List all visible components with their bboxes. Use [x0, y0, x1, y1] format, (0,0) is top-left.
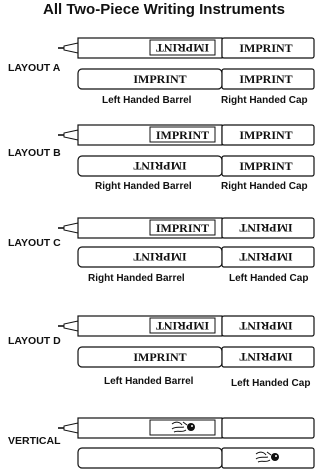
- vertical-label: VERTICAL: [8, 435, 61, 447]
- pen-tip-icon: [57, 222, 79, 234]
- layout-b-top-pen: IMPRINT IMPRINT: [57, 124, 315, 146]
- cap: [221, 124, 315, 146]
- imprint-box: [149, 219, 216, 236]
- cap: [221, 447, 315, 469]
- cap: [221, 217, 315, 239]
- vertical-pen: [57, 417, 315, 469]
- layout-d-cap-caption: Left Handed Cap: [231, 378, 311, 389]
- logo-graphic-icon: [171, 421, 195, 433]
- layout-a-top-pen: IMPRINT IMPRINT: [57, 37, 315, 59]
- imprint-rotated: IMPRINT: [239, 221, 292, 235]
- cap: [221, 346, 315, 368]
- vertical-bottom-pen: [77, 447, 315, 469]
- imprint-box: [149, 317, 216, 334]
- imprint-box: [149, 39, 216, 56]
- layout-c-label: LAYOUT C: [8, 237, 61, 249]
- imprint-upright: IMPRINT: [133, 350, 186, 364]
- cap: [221, 155, 315, 177]
- layout-a-bottom-pen: IMPRINT IMPRINT: [77, 68, 315, 90]
- layout-c-pen: IMPRINT IMPRINT IMPRINT IMPRINT: [57, 217, 315, 268]
- layout-b-barrel-caption: Right Handed Barrel: [95, 181, 192, 192]
- barrel: [77, 447, 223, 469]
- logo-graphic-icon: [255, 451, 279, 463]
- layout-d-pen: IMPRINT IMPRINT IMPRINT IMPRINT: [57, 315, 315, 368]
- page-title: All Two-Piece Writing Instruments: [43, 1, 285, 18]
- cap: [221, 315, 315, 337]
- cap: [221, 417, 315, 439]
- pen-tip-icon: [57, 42, 79, 54]
- layout-b-cap-caption: Right Handed Cap: [221, 181, 308, 192]
- layout-b-pen: IMPRINT IMPRINT IMPRINT IMPRINT: [57, 124, 315, 177]
- layout-a-label: LAYOUT A: [8, 62, 61, 74]
- imprint-rotated: IMPRINT: [239, 250, 292, 264]
- imprint-upright: IMPRINT: [239, 159, 292, 173]
- layout-c-cap-caption: Left Handed Cap: [229, 273, 309, 284]
- pen-tip-icon: [57, 422, 79, 434]
- imprint-upright: IMPRINT: [156, 128, 209, 142]
- pen-tip-icon: [57, 129, 79, 141]
- imprint-upright: IMPRINT: [239, 128, 292, 142]
- imprint-rotated: IMPRINT: [156, 41, 209, 55]
- imprint-rotated: IMPRINT: [239, 319, 292, 333]
- layout-d-top-pen: IMPRINT IMPRINT: [57, 315, 315, 337]
- imprint-rotated: IMPRINT: [156, 319, 209, 333]
- cap: [221, 246, 315, 268]
- layout-d-bottom-pen: IMPRINT IMPRINT: [77, 346, 315, 368]
- layout-d-label: LAYOUT D: [8, 335, 61, 347]
- imprint-box: [149, 126, 216, 143]
- pen-tip-icon: [57, 320, 79, 332]
- imprint-rotated: IMPRINT: [133, 159, 186, 173]
- layout-a-cap-caption: Right Handed Cap: [221, 95, 308, 106]
- layout-b-bottom-pen: IMPRINT IMPRINT: [77, 155, 315, 177]
- cap: [221, 68, 315, 90]
- layout-c-bottom-pen: IMPRINT IMPRINT: [77, 246, 315, 268]
- cap: [221, 37, 315, 59]
- imprint-upright: IMPRINT: [156, 221, 209, 235]
- imprint-rotated: IMPRINT: [239, 350, 292, 364]
- vertical-top-pen: [57, 417, 315, 439]
- layout-b-label: LAYOUT B: [8, 147, 61, 159]
- imprint-upright: IMPRINT: [239, 72, 292, 86]
- layout-a-barrel-caption: Left Handed Barrel: [102, 95, 192, 106]
- imprint-upright: IMPRINT: [133, 72, 186, 86]
- imprint-upright: IMPRINT: [239, 41, 292, 55]
- imprint-rotated: IMPRINT: [133, 250, 186, 264]
- layout-c-barrel-caption: Right Handed Barrel: [88, 273, 185, 284]
- layout-a-pen: IMPRINT IMPRINT IMPRINT IMPRINT: [57, 37, 315, 90]
- layout-c-top-pen: IMPRINT IMPRINT: [57, 217, 315, 239]
- layout-d-barrel-caption: Left Handed Barrel: [104, 376, 194, 387]
